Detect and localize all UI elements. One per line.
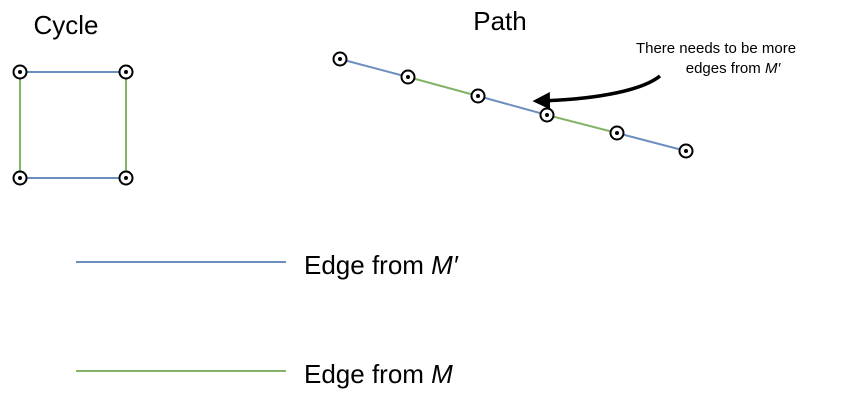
path-edge: [546, 114, 618, 134]
cycle-title: Cycle: [33, 10, 98, 40]
cycle-vertex: [12, 170, 28, 186]
annotation-line-1: There needs to be more: [636, 40, 796, 57]
vertex-dot: [476, 94, 480, 98]
cycle-vertex: [118, 170, 134, 186]
path-title: Path: [473, 6, 527, 36]
path-group: Path: [332, 6, 694, 159]
path-edge: [616, 132, 687, 152]
vertex-dot: [124, 70, 128, 74]
path-edge: [339, 58, 409, 78]
cycle-group: Cycle: [12, 10, 134, 186]
path-vertex: [539, 107, 555, 123]
path-edge: [477, 95, 548, 116]
cycle-vertex: [12, 64, 28, 80]
legend-item-m-prime: Edge from M′: [76, 250, 459, 280]
path-edge: [407, 76, 479, 97]
vertex-dot: [684, 149, 688, 153]
vertex-dot: [18, 176, 22, 180]
vertex-dot: [406, 75, 410, 79]
cycle-vertex: [118, 64, 134, 80]
legend-label-m: Edge from M: [304, 359, 453, 389]
vertex-dot: [18, 70, 22, 74]
legend: Edge from M′ Edge from M: [76, 250, 459, 389]
vertex-dot: [124, 176, 128, 180]
vertex-dot: [545, 113, 549, 117]
path-vertex: [609, 125, 625, 141]
path-vertex: [678, 143, 694, 159]
annotation-arrow: [532, 74, 662, 110]
vertex-dot: [615, 131, 619, 135]
path-vertex: [332, 51, 348, 67]
annotation: There needs to be more edges from M′: [532, 40, 796, 110]
path-vertex: [400, 69, 416, 85]
vertex-dot: [338, 57, 342, 61]
path-vertex: [470, 88, 486, 104]
legend-label-m-prime: Edge from M′: [304, 250, 459, 280]
annotation-line-2: edges from M′: [686, 60, 782, 77]
legend-item-m: Edge from M: [76, 359, 453, 389]
